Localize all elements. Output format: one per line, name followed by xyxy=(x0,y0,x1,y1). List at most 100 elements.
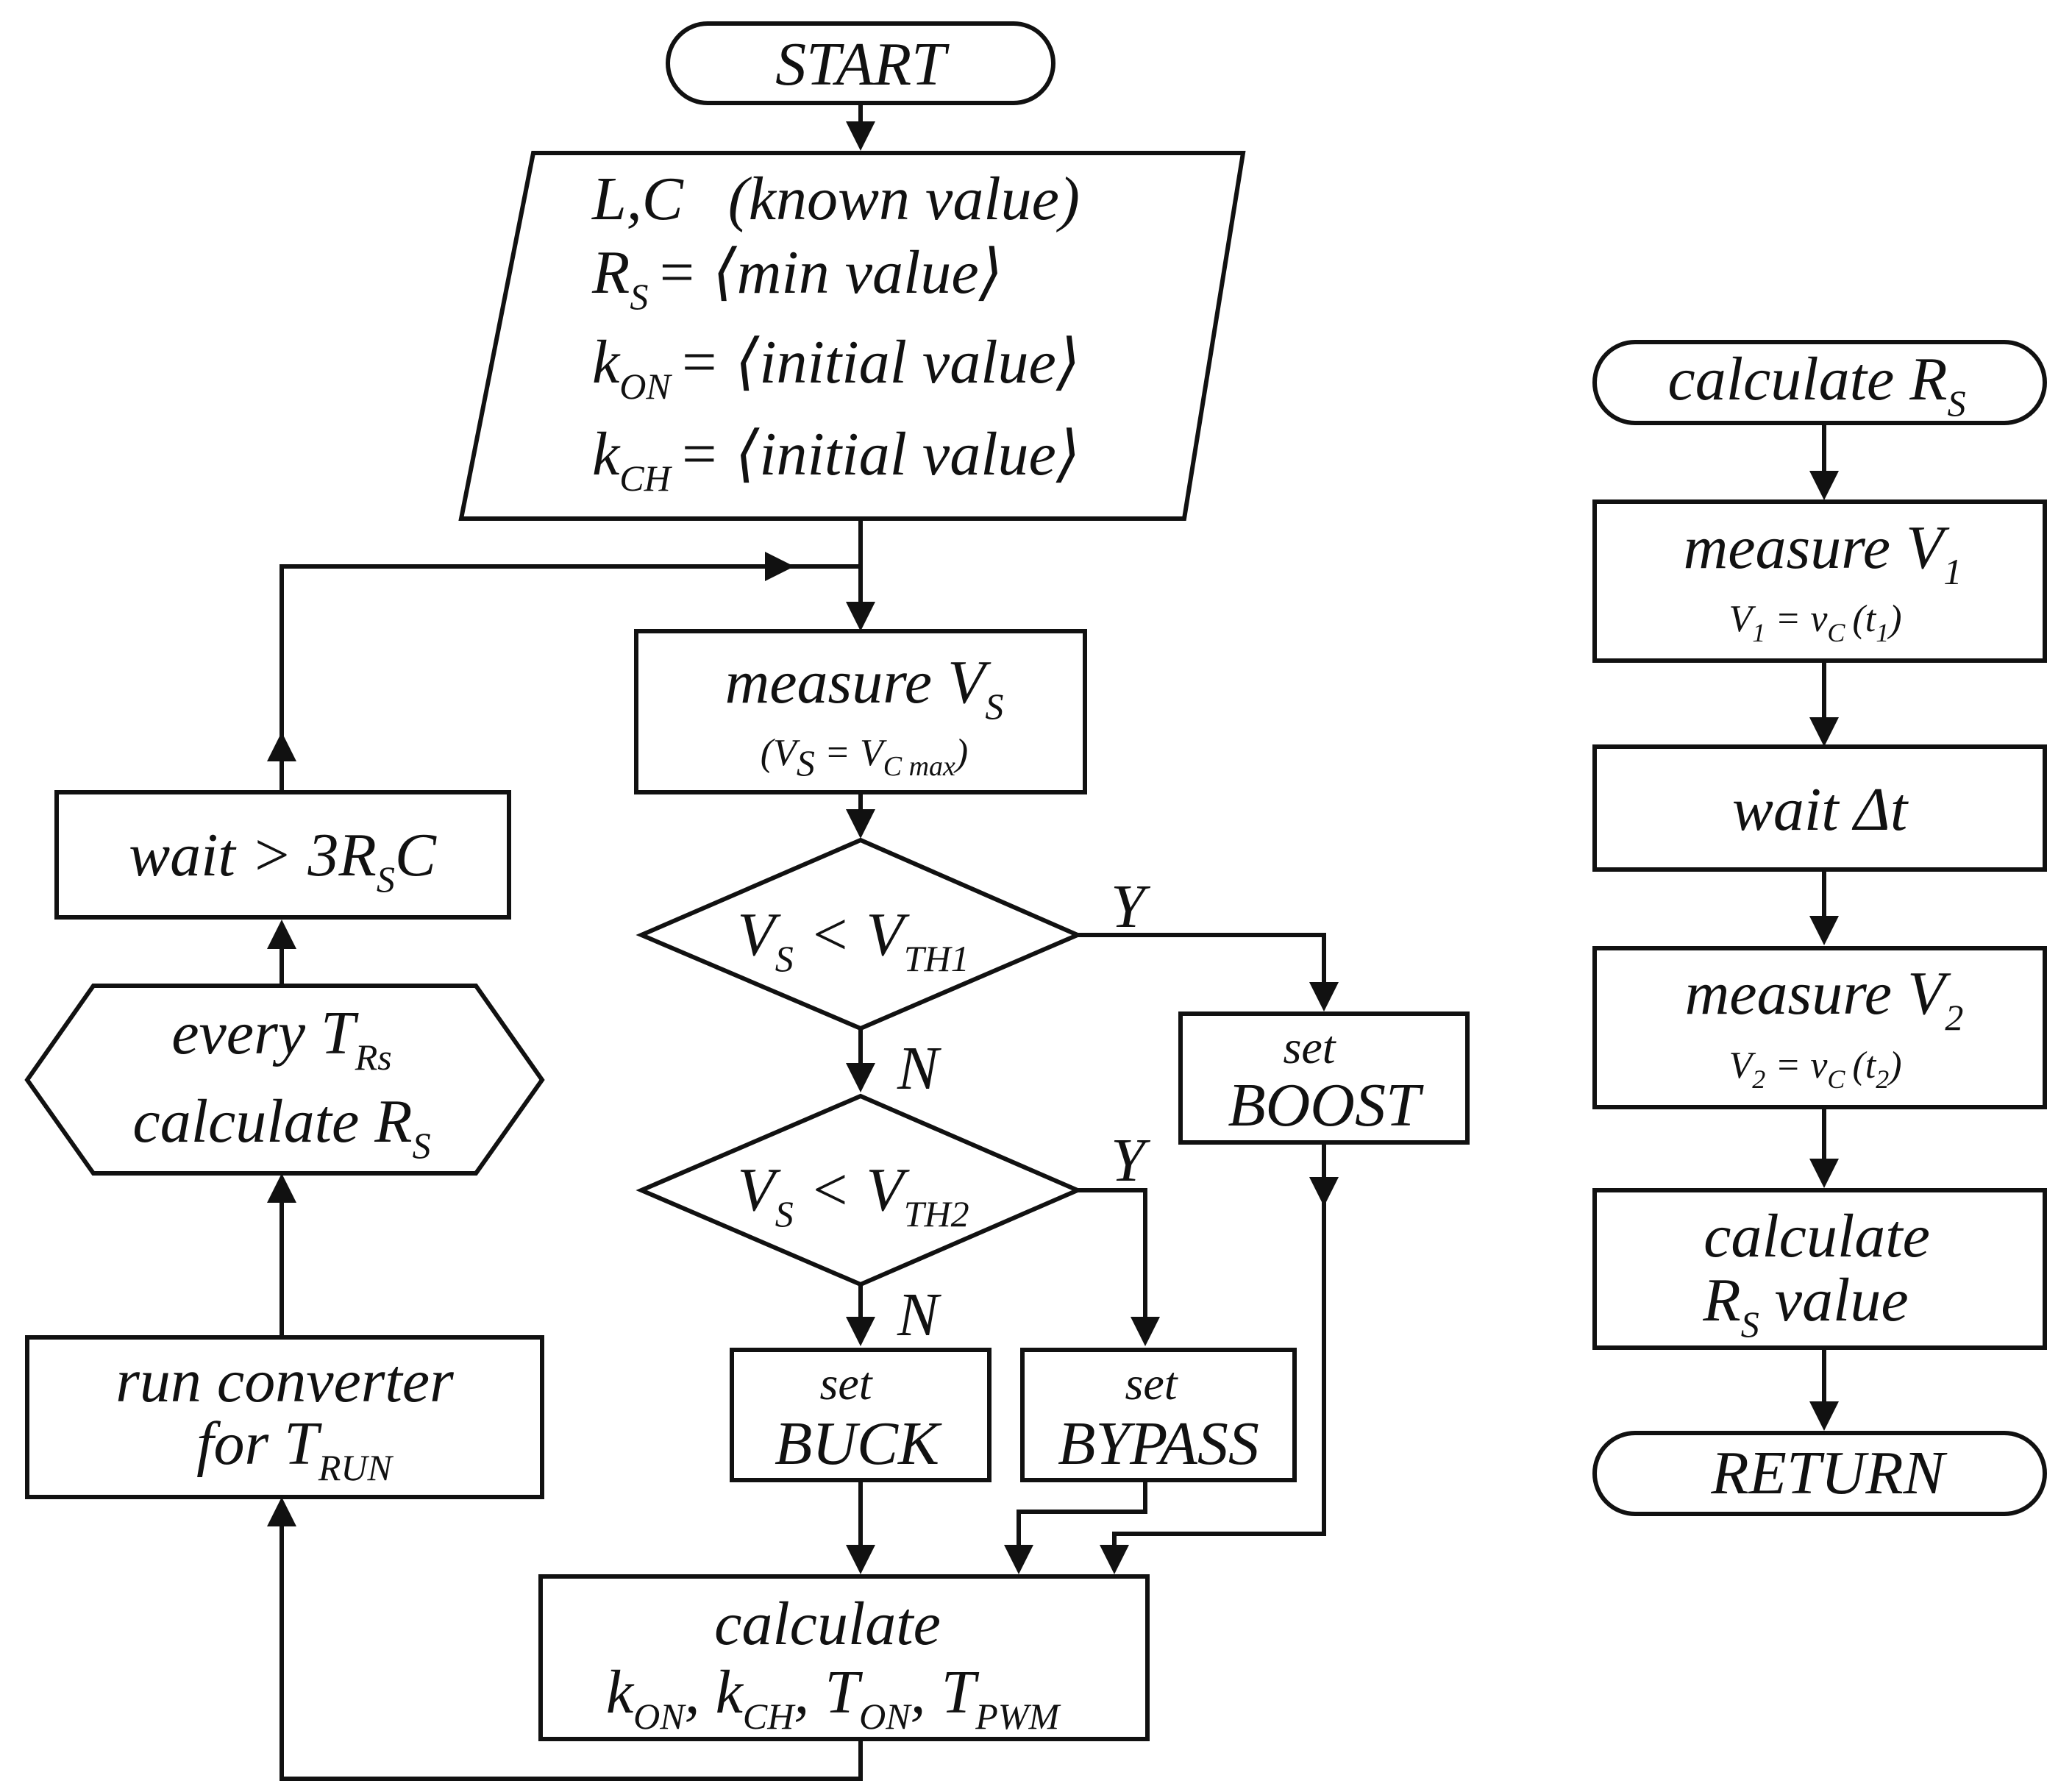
every-trs-line2: calculate R xyxy=(132,1087,412,1156)
every-trs-hexagon: every TRs calculate RS xyxy=(24,984,545,1176)
calc-rs-line1: calculate xyxy=(1703,1202,1930,1270)
measure-vs-eq-mid: = V xyxy=(815,732,887,774)
measure-v1-eq-sub2: C xyxy=(1827,618,1845,647)
decision2-no: N xyxy=(897,1281,941,1349)
start-terminal: START xyxy=(666,21,1055,105)
wait-rsc-post: C xyxy=(395,821,437,889)
measure-vs-eq-close: ) xyxy=(953,732,968,774)
measure-v1-box: measure V1 V1 = vC(t1) xyxy=(1592,499,2047,663)
measure-v1-title-sub: 1 xyxy=(1943,551,1962,592)
calc-rs-line2-post: value xyxy=(1759,1266,1909,1334)
init-known: (known value) xyxy=(728,165,1080,233)
svg-text:wait > 3RSC: wait > 3RSC xyxy=(129,821,437,900)
run-converter-line1: run converter xyxy=(115,1347,454,1415)
measure-v1-eq-mid: = v xyxy=(1765,598,1828,640)
decision2-rhs-sub: TH2 xyxy=(904,1193,969,1234)
run-converter-box: run converter for TRUN xyxy=(25,1335,544,1499)
svg-text:kON= ⟨initial value⟩: kON= ⟨initial value⟩ xyxy=(592,328,1080,407)
measure-v2-title-sub: 2 xyxy=(1945,997,1963,1038)
measure-v1-title: measure V xyxy=(1684,513,1950,582)
wait-rsc-box: wait > 3RSC xyxy=(54,790,511,920)
sub-start-sub: S xyxy=(1948,383,1966,424)
svg-text:kON, kCH, TON, TPWM: kON, kCH, TON, TPWM xyxy=(606,1658,1061,1737)
init-parallelogram: L,C (known value) RS= ⟨min value⟩ kON= ⟨… xyxy=(458,151,1246,521)
measure-v2-title: measure V xyxy=(1685,959,1951,1028)
measure-v2-eq-sub2: C xyxy=(1827,1064,1845,1094)
wait-rsc-pre: wait > 3R xyxy=(129,821,377,889)
svg-text:VS < VTH1: VS < VTH1 xyxy=(737,900,969,979)
measure-vs-title-sub: S xyxy=(985,686,1003,727)
init-kch-value: = ⟨initial value⟩ xyxy=(678,420,1080,488)
set-buck-box: set BUCK xyxy=(730,1348,992,1482)
set-bypass-line1: set xyxy=(1125,1357,1178,1409)
connectors-main xyxy=(267,103,1339,1781)
init-kch-sub: CH xyxy=(619,458,672,499)
calc-rs-box: calculate RS value xyxy=(1592,1188,2047,1350)
every-trs-line2-sub: S xyxy=(413,1125,431,1166)
decision-vth2: VS < VTH2 Y N xyxy=(636,1093,1151,1349)
measure-vs-eq-open: (V xyxy=(761,732,800,774)
decision2-lhs-sub: S xyxy=(775,1193,794,1234)
decision1-yes: Y xyxy=(1111,872,1151,941)
decision2-op: < V xyxy=(794,1156,911,1224)
svg-text:measure V1: measure V1 xyxy=(1684,513,1962,592)
calc-k2: , k xyxy=(685,1658,744,1727)
measure-v2-eq-sub: 2 xyxy=(1752,1064,1765,1094)
decision1-lhs-sub: S xyxy=(775,938,794,979)
measure-v2-eq-sub3: 2 xyxy=(1876,1064,1889,1094)
start-label: START xyxy=(775,30,950,99)
sub-start-terminal: calculate RS xyxy=(1592,340,2047,425)
calc-t1-sub: ON xyxy=(859,1696,912,1737)
measure-v2-eq-close: ) xyxy=(1887,1045,1901,1087)
init-lc: L,C xyxy=(591,165,684,233)
init-rs-symbol: R xyxy=(591,238,630,307)
svg-text:V1 = vC(t1): V1 = vC(t1) xyxy=(1729,598,1901,647)
svg-text:measure V2: measure V2 xyxy=(1685,959,1964,1038)
return-terminal: RETURN xyxy=(1592,1431,2047,1516)
init-kon-value: = ⟨initial value⟩ xyxy=(678,328,1080,397)
measure-v1-eq-sub: 1 xyxy=(1752,618,1765,647)
measure-v2-eq: V xyxy=(1729,1045,1756,1087)
measure-v2-eq-mid: = v xyxy=(1765,1045,1828,1087)
svg-text:calculate RS: calculate RS xyxy=(132,1087,430,1166)
measure-v1-eq-post: (t xyxy=(1852,598,1876,640)
svg-text:kCH= ⟨initial value⟩: kCH= ⟨initial value⟩ xyxy=(592,420,1080,499)
calc-t1: , T xyxy=(794,1658,863,1727)
measure-vs-eq-sub: S xyxy=(797,742,815,783)
measure-vs-eq-sub2: C max xyxy=(883,751,955,782)
decision-vth1: VS < VTH1 Y N xyxy=(636,837,1151,1103)
init-kon-sub: ON xyxy=(619,366,672,407)
calc-k2-sub: CH xyxy=(743,1696,796,1737)
run-converter-line2-sub: RUN xyxy=(318,1447,394,1488)
init-rs-sub: S xyxy=(630,276,648,317)
measure-vs-title: measure V xyxy=(725,648,992,717)
set-buck-line2: BUCK xyxy=(775,1409,942,1478)
calculate-params-box: calculate kON, kCH, TON, TPWM xyxy=(538,1574,1150,1741)
svg-text:RS= ⟨min value⟩: RS= ⟨min value⟩ xyxy=(591,238,1003,317)
svg-text:(VS = VC max): (VS = VC max) xyxy=(761,732,968,783)
set-bypass-box: set BYPASS xyxy=(1020,1348,1297,1482)
calc-rs-line2-sub: S xyxy=(1741,1304,1759,1345)
measure-v1-eq-close: ) xyxy=(1887,598,1901,640)
svg-text:VS < VTH2: VS < VTH2 xyxy=(737,1156,969,1234)
calculate-params-line1: calculate xyxy=(714,1590,941,1658)
decision1-op: < V xyxy=(794,900,911,969)
wait-dt-label: wait Δt xyxy=(1732,775,1909,844)
connectors-sub xyxy=(1809,423,1839,1431)
calc-rs-line2: R xyxy=(1702,1266,1740,1334)
svg-text:for TRUN: for TRUN xyxy=(196,1409,394,1488)
measure-v2-box: measure V2 V2 = vC(t2) xyxy=(1592,946,2047,1109)
decision1-no: N xyxy=(897,1034,941,1103)
calc-t2-sub: PWM xyxy=(975,1696,1061,1737)
run-converter-line2: for T xyxy=(196,1409,322,1478)
svg-text:calculate RS: calculate RS xyxy=(1667,345,1965,424)
set-boost-line1: set xyxy=(1283,1021,1336,1073)
every-trs-line1: every T xyxy=(171,999,359,1067)
set-bypass-line2: BYPASS xyxy=(1058,1409,1259,1478)
set-boost-box: set BOOST xyxy=(1178,1011,1470,1145)
decision1-lhs: V xyxy=(737,900,781,969)
set-buck-line1: set xyxy=(819,1357,873,1409)
init-kch-symbol: k xyxy=(592,420,621,488)
decision2-yes: Y xyxy=(1111,1126,1151,1195)
svg-text:V2 = vC(t2): V2 = vC(t2) xyxy=(1729,1045,1901,1094)
